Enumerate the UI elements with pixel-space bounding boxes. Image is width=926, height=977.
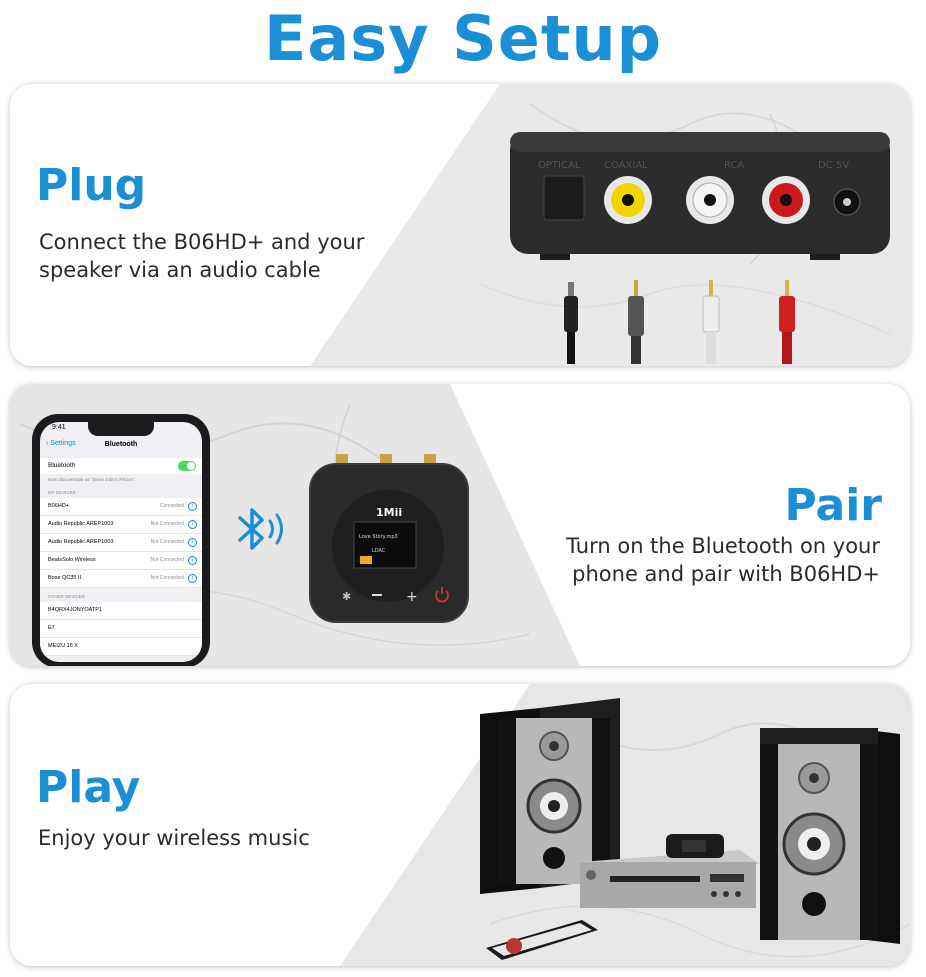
coaxial-cable xyxy=(628,280,644,364)
device-name: BeatsSolo Wireless xyxy=(48,557,96,563)
phone-screen: 9:41 ‹ Settings Bluetooth Bluetooth Now … xyxy=(40,422,202,662)
step-card-plug: Plug Connect the B06HD+ and your speaker… xyxy=(10,84,910,366)
other-device-row[interactable]: MEIZU 16 X xyxy=(40,638,202,656)
coaxial-port-yellow xyxy=(604,176,652,224)
phone-screen-title: Bluetooth xyxy=(104,441,138,448)
step-heading-play: Play xyxy=(36,762,141,813)
step-desc-play-line1: Enjoy your wireless music xyxy=(38,826,310,850)
device-codec: LDAC xyxy=(372,548,386,554)
optical-port xyxy=(543,175,585,221)
plus-icon[interactable]: + xyxy=(406,589,418,605)
device-row[interactable]: BeatsSolo Wireless Not Connected i xyxy=(40,552,202,570)
device-name: Bose QC35 II xyxy=(48,575,82,581)
power-icon[interactable] xyxy=(435,587,449,603)
minus-icon[interactable] xyxy=(372,594,382,596)
port-label-dc: DC 5V xyxy=(818,160,849,171)
port-label-optical: OPTICAL xyxy=(538,160,581,171)
info-icon[interactable]: i xyxy=(188,574,197,583)
other-device-row[interactable]: B4QRX4JONYOATP1 xyxy=(40,602,202,620)
receiver-back-panel: OPTICAL COAXIAL RCA DC 5V xyxy=(510,132,890,364)
codec-badge xyxy=(360,556,372,564)
page-title: Easy Setup xyxy=(264,2,662,75)
rca-port-white xyxy=(686,176,734,224)
device-brand: 1Mii xyxy=(376,506,402,519)
bluetooth-icon xyxy=(238,508,283,550)
info-icon[interactable]: i xyxy=(188,556,197,565)
phone: 9:41 ‹ Settings Bluetooth Bluetooth Now … xyxy=(32,414,210,666)
device-row[interactable]: B06HD+ Connected i xyxy=(40,498,202,516)
other-device-name: E7 xyxy=(48,625,55,631)
step-desc-plug-line2: speaker via an audio cable xyxy=(39,258,321,282)
receiver-small xyxy=(666,834,724,858)
device-status: Not Connected xyxy=(150,539,184,545)
bluetooth-toggle-label: Bluetooth xyxy=(48,462,76,469)
back-chevron-icon: ‹ xyxy=(46,440,51,447)
step-desc-pair-line2: phone and pair with B06HD+ xyxy=(572,562,880,586)
other-device-name: MEIZU 16 X xyxy=(48,643,78,649)
info-icon[interactable]: i xyxy=(188,502,197,511)
device-status: Connected xyxy=(159,503,184,509)
phone-notch xyxy=(88,422,154,436)
info-icon[interactable]: i xyxy=(188,538,197,547)
device-name: Audio Republic AREP1003 xyxy=(48,539,114,545)
receiver-front: 1Mii Love Story.mp3 LDAC ✱ + xyxy=(309,454,469,623)
other-devices-label: OTHER DEVICES xyxy=(48,594,85,599)
device-row[interactable]: Audio Republic AREP1003 Not Connected i xyxy=(40,534,202,552)
discoverable-note: Now discoverable as "Steve Jobs's iPhone… xyxy=(48,477,136,482)
phone-back-button[interactable]: ‹ Settings xyxy=(46,440,76,447)
step-desc-pair-line1: Turn on the Bluetooth on your xyxy=(566,534,880,558)
my-devices-label: MY DEVICES xyxy=(48,490,76,495)
speaker-system xyxy=(480,698,900,960)
bluetooth-button-icon[interactable]: ✱ xyxy=(342,590,351,603)
back-label: Settings xyxy=(50,440,76,447)
step-card-play: Play Enjoy your wireless music xyxy=(10,684,910,966)
step-heading-pair: Pair xyxy=(784,480,882,531)
device-status: Not Connected xyxy=(150,575,184,581)
step-heading-plug: Plug xyxy=(36,160,147,211)
rca-port-red xyxy=(762,176,810,224)
info-icon[interactable]: i xyxy=(188,520,197,529)
device-status: Not Connected xyxy=(150,557,184,563)
bluetooth-toggle-row[interactable]: Bluetooth xyxy=(40,458,202,474)
device-row[interactable]: Audio Republic AREP1003 Not Connected i xyxy=(40,516,202,534)
phone-on-table xyxy=(486,920,598,960)
device-name: B06HD+ xyxy=(48,503,69,509)
rca-cable-white xyxy=(702,280,720,364)
port-label-coaxial: COAXIAL xyxy=(604,160,648,171)
left-speaker xyxy=(480,698,620,894)
dc-port xyxy=(833,188,861,216)
other-device-row[interactable]: E7 xyxy=(40,620,202,638)
optical-cable xyxy=(564,282,578,364)
device-display xyxy=(353,521,417,569)
right-speaker xyxy=(760,728,900,944)
device-row[interactable]: Bose QC35 II Not Connected i xyxy=(40,570,202,588)
step-card-pair: 9:41 ‹ Settings Bluetooth Bluetooth Now … xyxy=(10,384,910,666)
device-track: Love Story.mp3 xyxy=(359,534,398,540)
phone-time: 9:41 xyxy=(52,424,66,431)
port-label-rca: RCA xyxy=(724,160,744,171)
toggle-icon[interactable] xyxy=(178,461,196,471)
device-status: Not Connected xyxy=(150,521,184,527)
rca-cable-red xyxy=(779,280,795,364)
other-device-name: B4QRX4JONYOATP1 xyxy=(48,607,102,613)
device-name: Audio Republic AREP1003 xyxy=(48,521,114,527)
step-desc-plug-line1: Connect the B06HD+ and your xyxy=(39,230,365,254)
